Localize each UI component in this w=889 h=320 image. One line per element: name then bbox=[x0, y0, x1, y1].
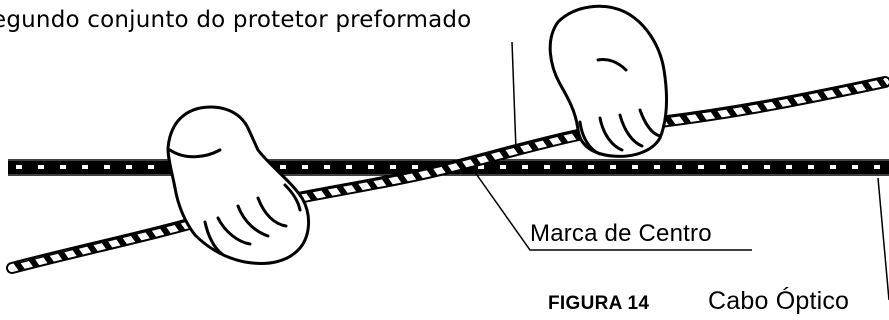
left-hand-icon bbox=[166, 105, 310, 265]
figure-caption: FIGURA 14 bbox=[548, 293, 650, 314]
protector-leader-line bbox=[511, 41, 517, 151]
cable-leader-line bbox=[877, 177, 889, 301]
protector-set-label: egundo conjunto do protetor preformado bbox=[0, 7, 472, 33]
preformed-protector bbox=[6, 76, 889, 274]
right-hand-icon bbox=[548, 4, 669, 158]
center-mark-label: Marca de Centro bbox=[530, 220, 712, 247]
center-mark-leader-line bbox=[471, 167, 752, 251]
optical-cable-label: Cabo Óptico bbox=[708, 287, 850, 315]
